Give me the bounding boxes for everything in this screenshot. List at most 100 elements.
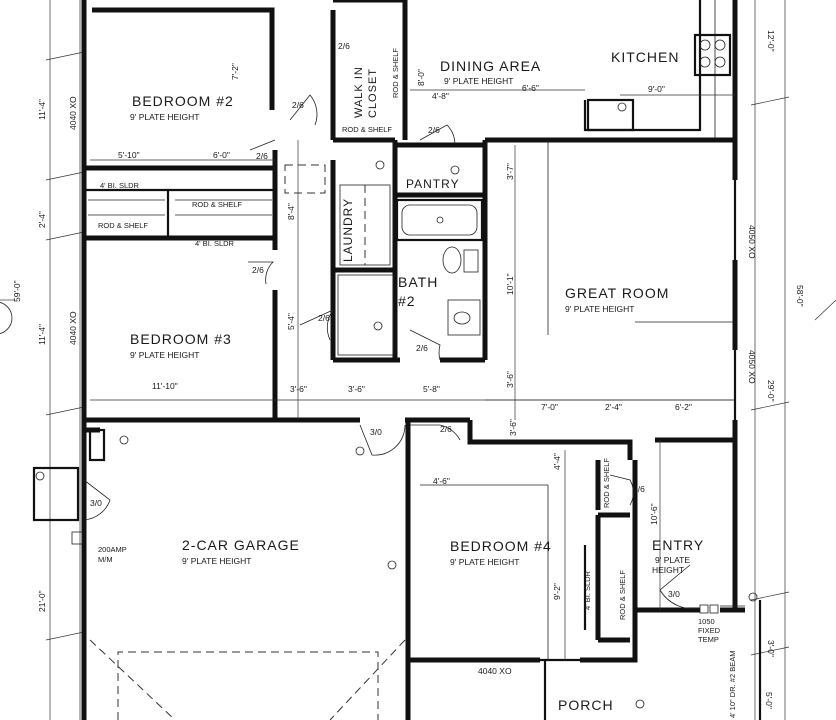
dim-row-6: 2'-4" bbox=[605, 402, 622, 412]
door-labels: 2/6 2/6 2/6 2/6 2/6 2/6 2/6 2/6 3/0 3/0 … bbox=[90, 41, 680, 599]
window-label-great-1: 4050 XO bbox=[747, 225, 757, 259]
door-label-b2b: 2/6 bbox=[256, 151, 268, 161]
dim-dining-1: 4'-8" bbox=[432, 91, 449, 101]
fixtures bbox=[32, 33, 758, 709]
note-rod-shelf-wic-v: ROD & SHELF bbox=[391, 48, 400, 98]
dim-right-total: 58'-0" bbox=[795, 285, 805, 307]
dimension-labels: 7'-2" 5'-10" 6'-0" 11'-10" 11'-4" 2'-4" … bbox=[12, 30, 805, 709]
room-dining-plate: 9' PLATE HEIGHT bbox=[444, 76, 513, 86]
note-rod-shelf-b3: ROD & SHELF bbox=[98, 221, 148, 230]
door-label-b3: 2/6 bbox=[252, 265, 264, 275]
dim-pantry: 3'-7" bbox=[505, 163, 515, 180]
walls bbox=[81, 0, 762, 720]
room-bedroom-3: BEDROOM #3 bbox=[130, 331, 232, 347]
dim-kitchen: 9'-0" bbox=[648, 84, 665, 94]
room-bath-number: #2 bbox=[398, 293, 416, 309]
dim-laundry-1: 8'-4" bbox=[286, 203, 296, 220]
notes: ROD & SHELF ROD & SHELF ROD & SHELF ROD … bbox=[98, 48, 737, 718]
room-entry-plate-2: HEIGHT bbox=[652, 565, 684, 575]
door-label-garage-2: 3/0 bbox=[90, 498, 102, 508]
note-rod-shelf-wic: ROD & SHELF bbox=[342, 125, 392, 134]
door-label-closet4: 2/6 bbox=[633, 484, 645, 494]
dim-entry: 10'-6" bbox=[649, 503, 659, 525]
door-label-wic: 2/6 bbox=[338, 41, 350, 51]
room-bedroom-2-plate: 9' PLATE HEIGHT bbox=[130, 112, 199, 122]
dim-laundry-2: 5'-4" bbox=[286, 313, 296, 330]
dim-b2-width-2: 6'-0" bbox=[213, 150, 230, 160]
room-laundry: LAUNDRY bbox=[341, 198, 355, 262]
dim-row-4: 3'-6" bbox=[505, 371, 515, 388]
note-fixed-1: 1050 bbox=[698, 617, 715, 626]
room-walkin-2: CLOSET bbox=[367, 68, 379, 118]
dim-b2-height: 7'-2" bbox=[230, 63, 240, 80]
note-beam: 4' 10" DR. #2 BEAM bbox=[728, 651, 737, 718]
room-bedroom-3-plate: 9' PLATE HEIGHT bbox=[130, 350, 199, 360]
note-fixed-3: TEMP bbox=[698, 635, 719, 644]
door-label-entry: 3/0 bbox=[668, 589, 680, 599]
room-bedroom-4: BEDROOM #4 bbox=[450, 538, 552, 554]
room-pantry: PANTRY bbox=[406, 177, 460, 191]
room-garage-plate: 9' PLATE HEIGHT bbox=[182, 556, 251, 566]
dim-left-total: 59'-0" bbox=[12, 280, 22, 302]
room-bedroom-2: BEDROOM #2 bbox=[132, 93, 234, 109]
room-great-room-plate: 9' PLATE HEIGHT bbox=[565, 304, 634, 314]
room-entry: ENTRY bbox=[652, 537, 704, 553]
room-bath-name: BATH bbox=[398, 274, 438, 290]
note-sldr-b3: 4' BI. SLDR bbox=[195, 239, 235, 248]
dim-left-2: 2'-4" bbox=[37, 211, 47, 228]
note-sldr-b4: 4' BI. SLDR bbox=[583, 570, 592, 610]
door-label-laundry: 2/6 bbox=[318, 313, 330, 323]
window-label-b4: 4040 XO bbox=[478, 666, 512, 676]
window-labels: 4040 XO 4040 XO 4050 XO 4050 XO 4040 XO bbox=[68, 96, 757, 676]
door-label-b2: 2/6 bbox=[292, 100, 304, 110]
dim-row-5: 7'-0" bbox=[541, 402, 558, 412]
dim-row-2: 3'-6" bbox=[348, 384, 365, 394]
bath-sink bbox=[447, 299, 481, 336]
dim-right-5: 3'-0" bbox=[766, 640, 776, 657]
room-walkin-1: WALK IN bbox=[353, 66, 365, 118]
note-rod-shelf-b4a: ROD & SHELF bbox=[602, 458, 611, 508]
room-great-room: GREAT ROOM bbox=[565, 285, 669, 301]
room-entry-plate-1: 9' PLATE bbox=[655, 555, 690, 565]
dim-b3-width: 11'-10" bbox=[152, 381, 178, 391]
dim-right-4: 5'-0" bbox=[764, 692, 774, 709]
dim-b4-3: 9'-2" bbox=[552, 583, 562, 600]
door-label-pantry: 2/6 bbox=[428, 125, 440, 135]
door-label-bath: 2/6 bbox=[416, 343, 428, 353]
note-rod-shelf-b2: ROD & SHELF bbox=[192, 200, 242, 209]
note-meter: M/M bbox=[98, 555, 113, 564]
dim-b4-1: 4'-6" bbox=[433, 476, 450, 486]
electric-meter bbox=[32, 466, 80, 522]
dim-right-3: 29'-0" bbox=[766, 380, 776, 402]
window-label-b3: 4040 XO bbox=[68, 311, 78, 345]
bathtub bbox=[395, 198, 484, 242]
dim-b2-width-1: 5'-10" bbox=[118, 150, 140, 160]
note-rod-shelf-b4b: ROD & SHELF bbox=[618, 570, 627, 620]
room-kitchen: KITCHEN bbox=[611, 49, 679, 65]
dim-left-1: 11'-4" bbox=[37, 99, 47, 120]
kitchen-sink bbox=[586, 98, 635, 132]
note-service: 200AMP bbox=[98, 545, 127, 554]
dim-right-1: 12'-0" bbox=[766, 30, 776, 52]
room-dining: DINING AREA bbox=[440, 58, 541, 74]
dim-bath: 10'-1" bbox=[505, 273, 515, 295]
dim-b4-4: 3'-6" bbox=[508, 419, 518, 436]
dim-b4-2: 4'-4" bbox=[552, 453, 562, 470]
range bbox=[693, 33, 732, 77]
door-label-b4: 2/6 bbox=[440, 424, 452, 434]
dim-row-1: 3'-6" bbox=[290, 384, 307, 394]
dim-wic: 8'-0" bbox=[416, 69, 426, 86]
dim-row-3: 5'-8" bbox=[423, 384, 440, 394]
window-label-b2: 4040 XO bbox=[68, 96, 78, 130]
door-label-garage: 3/0 bbox=[370, 427, 382, 437]
dim-left-garage: 21'-0" bbox=[37, 590, 47, 612]
room-bedroom-4-plate: 9' PLATE HEIGHT bbox=[450, 557, 519, 567]
window-label-great-2: 4050 XO bbox=[747, 350, 757, 384]
room-porch: PORCH bbox=[558, 697, 614, 713]
dim-left-3: 11'-4" bbox=[37, 324, 47, 345]
toilet bbox=[442, 246, 462, 274]
dim-row-7: 6'-2" bbox=[675, 402, 692, 412]
room-labels: BEDROOM #2 9' PLATE HEIGHT BEDROOM #3 9'… bbox=[130, 49, 704, 713]
